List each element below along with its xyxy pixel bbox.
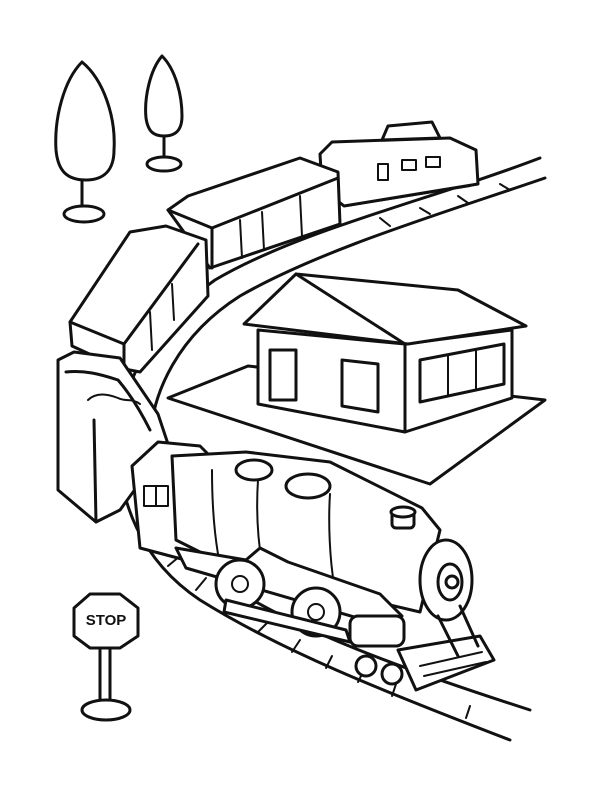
- stop-sign: STOP: [74, 594, 138, 720]
- tree-left: [56, 62, 114, 222]
- stop-sign-text: STOP: [86, 612, 127, 629]
- caboose-car: [320, 122, 478, 206]
- steam-locomotive: [132, 442, 494, 690]
- station-building: [168, 274, 545, 484]
- box-car: [168, 158, 340, 268]
- second-box-car: [70, 226, 208, 372]
- tree-right: [146, 56, 182, 171]
